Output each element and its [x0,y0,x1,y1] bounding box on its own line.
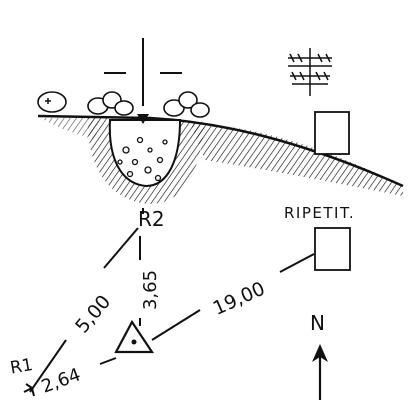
measurement-lines [29,208,315,393]
north-label: N [310,311,325,335]
r2-label: R2 [138,207,165,231]
crosshair-icon [104,38,182,106]
lower-rectangle [314,227,351,271]
ground-hatching [190,122,403,196]
pit [87,114,205,205]
upper-rectangle [314,111,350,155]
boulders [37,91,210,118]
r1-label: R1 [9,355,35,379]
survey-triangle-icon [114,319,155,354]
pit-stones [117,136,168,182]
ground-hatching-left [40,118,100,140]
distance-5-00: 5,00 [71,291,115,338]
r1-mark [23,383,35,397]
reference-mark-icon [45,98,51,104]
distance-19-00: 19,00 [210,278,269,320]
distance-3-65: 3,65 [140,270,161,310]
ripetit-label: RIPETIT. [284,204,355,222]
antenna-icon [288,48,332,96]
north-arrow-icon [312,344,328,400]
